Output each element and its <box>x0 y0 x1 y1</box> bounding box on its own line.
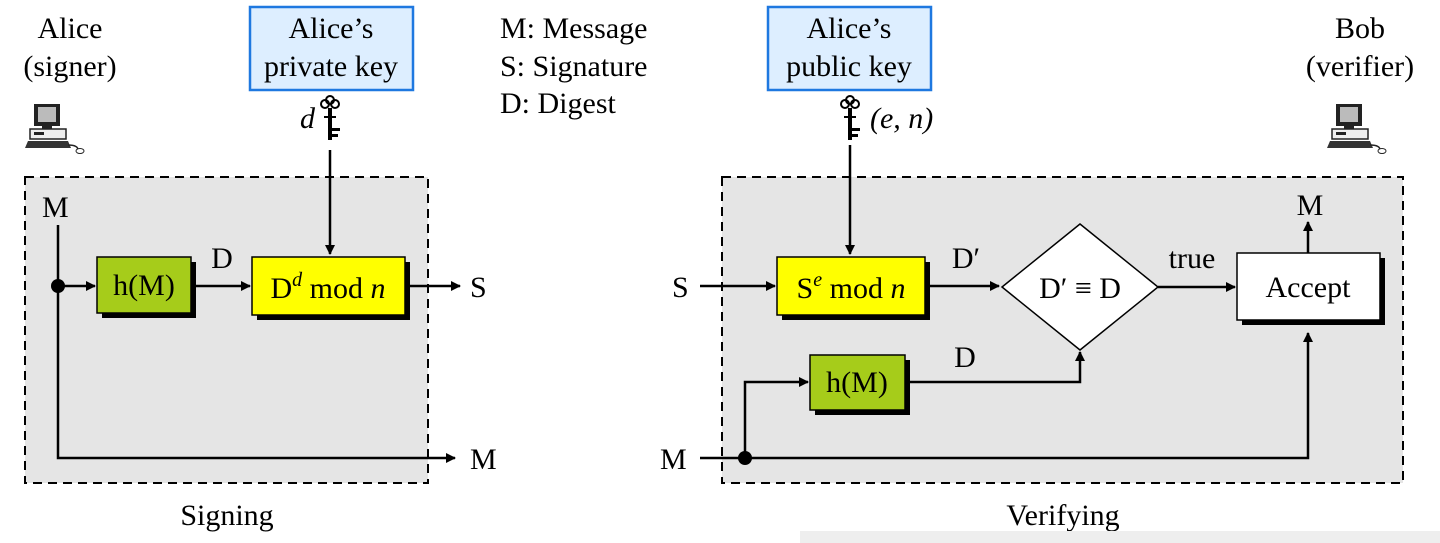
compare-diamond <box>1000 223 1160 351</box>
verify-digest-prime-label: D′ <box>952 242 980 275</box>
signing-output-s: S <box>470 271 487 304</box>
signing-title: Signing <box>180 499 273 532</box>
legend-item: M: Message <box>500 12 647 45</box>
public-key-line1: Alice’s <box>807 12 892 45</box>
sign-operation-label: Dd mod n <box>270 269 385 305</box>
computer-icon <box>24 103 85 155</box>
verify-input-s: S <box>672 271 689 304</box>
private-key-symbol: d <box>300 102 316 135</box>
verifier-role: (verifier) <box>1306 50 1414 83</box>
key-icon <box>320 95 341 141</box>
sign-operation-box <box>251 256 406 316</box>
signing-output-m: M <box>470 443 497 476</box>
computer-icon <box>1326 103 1387 155</box>
public-key-symbol: (e, n) <box>870 102 933 135</box>
signing-region <box>24 176 429 484</box>
signing-input-m: M <box>42 191 69 224</box>
verify-digest-label: D <box>954 341 976 374</box>
verify-hash-box <box>809 354 906 411</box>
private-key-line2: private key <box>264 50 398 83</box>
verify-output-m: M <box>1297 189 1324 222</box>
legend-item: D: Digest <box>500 87 616 120</box>
verify-input-m: M <box>660 443 687 476</box>
private-key-box <box>248 5 415 92</box>
compare-label: D′ ≡ D <box>1039 272 1121 305</box>
private-key-line1: Alice’s <box>289 12 374 45</box>
verifier-name: Bob <box>1335 12 1385 45</box>
verify-operation-box <box>776 256 926 316</box>
bottom-bar <box>800 531 1440 543</box>
verify-operation-label: Se mod n <box>797 269 906 305</box>
public-key-line2: public key <box>786 50 912 83</box>
signing-hash-box <box>96 256 192 314</box>
signing-hash-label: h(M) <box>113 269 175 302</box>
legend-item: S: Signature <box>500 50 648 83</box>
true-label: true <box>1169 242 1216 275</box>
signer-name: Alice <box>38 12 103 45</box>
key-icon <box>840 95 861 141</box>
verifying-title: Verifying <box>1006 499 1119 532</box>
public-key-box <box>766 5 933 92</box>
accept-box <box>1236 252 1381 321</box>
verify-hash-label: h(M) <box>826 366 888 399</box>
accept-label: Accept <box>1266 271 1352 304</box>
signing-digest-label: D <box>211 242 233 275</box>
signer-role: (signer) <box>23 50 116 83</box>
